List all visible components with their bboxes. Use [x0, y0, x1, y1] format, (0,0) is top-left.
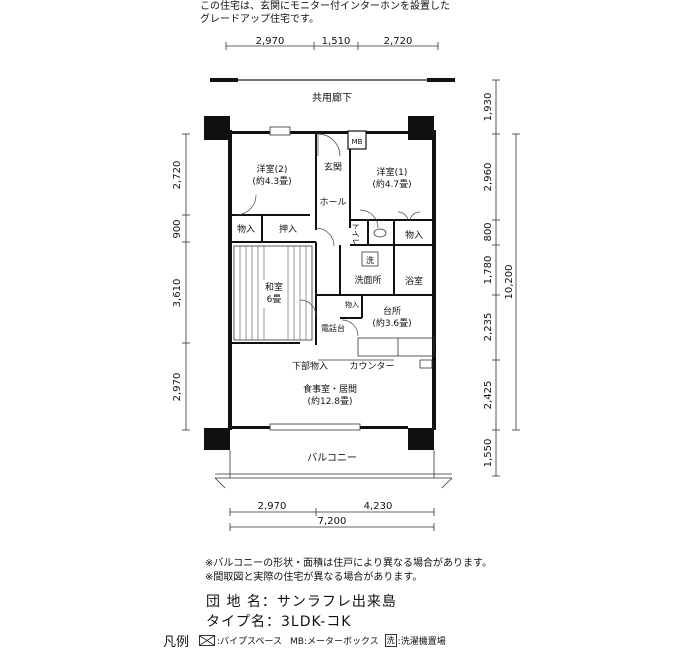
room-washroom: 洗面所: [354, 274, 381, 286]
floor-plan: 2,970 1,510 2,720 共用廊下: [172, 36, 520, 531]
room-storage-left: 物入: [237, 223, 255, 235]
header-note-line1: この住宅は、玄関にモニター付インターホンを設置した: [200, 1, 450, 12]
kitchen-counter: [318, 337, 435, 369]
room-storage-small: 物入: [345, 300, 359, 309]
dim-right-2: 2,960: [483, 163, 494, 192]
dim-bottom-total: 7,200: [318, 516, 347, 527]
dim-right-7: 1,550: [483, 439, 494, 468]
bottom-dimensions: [229, 508, 435, 531]
type-name-row: タイプ名：3LDK-コK: [206, 611, 351, 631]
complex-name-row: 団 地 名：サンラフレ出来島: [206, 591, 397, 611]
left-dimensions: [182, 133, 190, 431]
room-western1-name: 洋室(1): [377, 166, 408, 178]
door-swings: [235, 133, 421, 337]
room-entrance: 玄関: [324, 161, 342, 173]
room-living-size: (約12.8畳): [307, 395, 352, 407]
room-western2-size: (約4.3畳): [252, 175, 291, 187]
balcony-outline: [214, 450, 453, 489]
washing-machine-area: [361, 251, 379, 267]
legend-wash-mark: 洗: [384, 634, 397, 647]
type-name-value: 3LDK-コK: [281, 614, 352, 630]
meter-box: [347, 130, 367, 150]
balcony-label: バルコニー: [307, 452, 357, 464]
dim-left-4: 2,970: [172, 373, 183, 402]
legend: 凡例 :パイプスペース MB:メーターボックス 洗 :洗濯機置場: [163, 631, 446, 650]
dim-right-4: 1,780: [483, 256, 494, 285]
type-name-label: タイプ名：: [206, 614, 281, 630]
label-counter: カウンター: [349, 361, 394, 372]
room-kitchen-name: 台所: [383, 305, 401, 317]
interior-walls: [230, 134, 434, 345]
meter-box-label: MB: [352, 138, 363, 146]
dim-right-6: 2,425: [483, 381, 494, 410]
room-storage-right: 物入: [405, 229, 423, 241]
windows: [269, 126, 361, 431]
right-dimensions: [492, 79, 520, 477]
room-kitchen-size: (約3.6畳): [372, 317, 411, 329]
toilet-fixture: [373, 228, 387, 238]
label-phone-stand: 電話台: [321, 323, 345, 333]
legend-title: 凡例: [163, 635, 190, 650]
dim-right-5: 2,235: [483, 313, 494, 342]
room-oshiire: 押入: [279, 223, 297, 235]
pipe-space-icon: [199, 635, 216, 646]
bottom-notes: ※バルコニーの形状・面積は住戸により異なる場合があります。 ※間取図と実際の住宅…: [205, 557, 492, 585]
dim-left-1: 2,720: [172, 161, 183, 190]
tatami-label-bg: [262, 280, 286, 308]
legend-pipe-space: :パイプスペース: [217, 637, 282, 647]
room-hall: ホール: [319, 197, 346, 208]
complex-name-value: サンラフレ出来島: [276, 594, 397, 610]
dim-left-3: 3,610: [172, 279, 183, 308]
room-western1-size: (約4.7畳): [372, 178, 411, 190]
dim-bottom-1: 2,970: [258, 501, 287, 512]
label-lower-storage: 下部物入: [292, 360, 328, 372]
dim-right-3: 800: [483, 222, 494, 241]
dim-top-2: 1,510: [322, 36, 351, 47]
dim-top-1: 2,970: [256, 36, 285, 47]
room-toilet: トイレ: [351, 222, 360, 246]
washing-mark: 洗: [366, 255, 374, 265]
dim-top-3: 2,720: [384, 36, 413, 47]
dim-bottom-2: 4,230: [364, 501, 393, 512]
room-bath: 浴室: [405, 275, 423, 287]
room-living-name: 食事室・居間: [303, 383, 357, 395]
outer-walls: [204, 116, 436, 450]
legend-wash-text: :洗濯機置場: [397, 637, 446, 647]
header-note: この住宅は、玄関にモニター付インターホンを設置した グレードアップ住宅です。: [200, 0, 450, 26]
bottom-note-2: ※間取図と実際の住宅が異なる場合があります。: [205, 572, 423, 583]
corridor-label: 共用廊下: [312, 91, 352, 104]
dim-right-total: 10,200: [504, 265, 515, 300]
header-note-line2: グレードアップ住宅です。: [200, 14, 319, 25]
room-western2-name: 洋室(2): [257, 163, 288, 175]
room-japanese-size: 6畳: [267, 294, 282, 305]
room-japanese-name: 和室: [265, 281, 283, 293]
corridor-edge: [210, 78, 455, 82]
dim-left-2: 900: [172, 219, 183, 238]
legend-meter-box: MB:メーターボックス: [289, 637, 379, 647]
complex-name-label: 団 地 名：: [206, 594, 277, 610]
top-dimensions: [225, 42, 439, 50]
bottom-note-1: ※バルコニーの形状・面積は住戸により異なる場合があります。: [205, 558, 492, 569]
dim-right-1: 1,930: [483, 93, 494, 122]
